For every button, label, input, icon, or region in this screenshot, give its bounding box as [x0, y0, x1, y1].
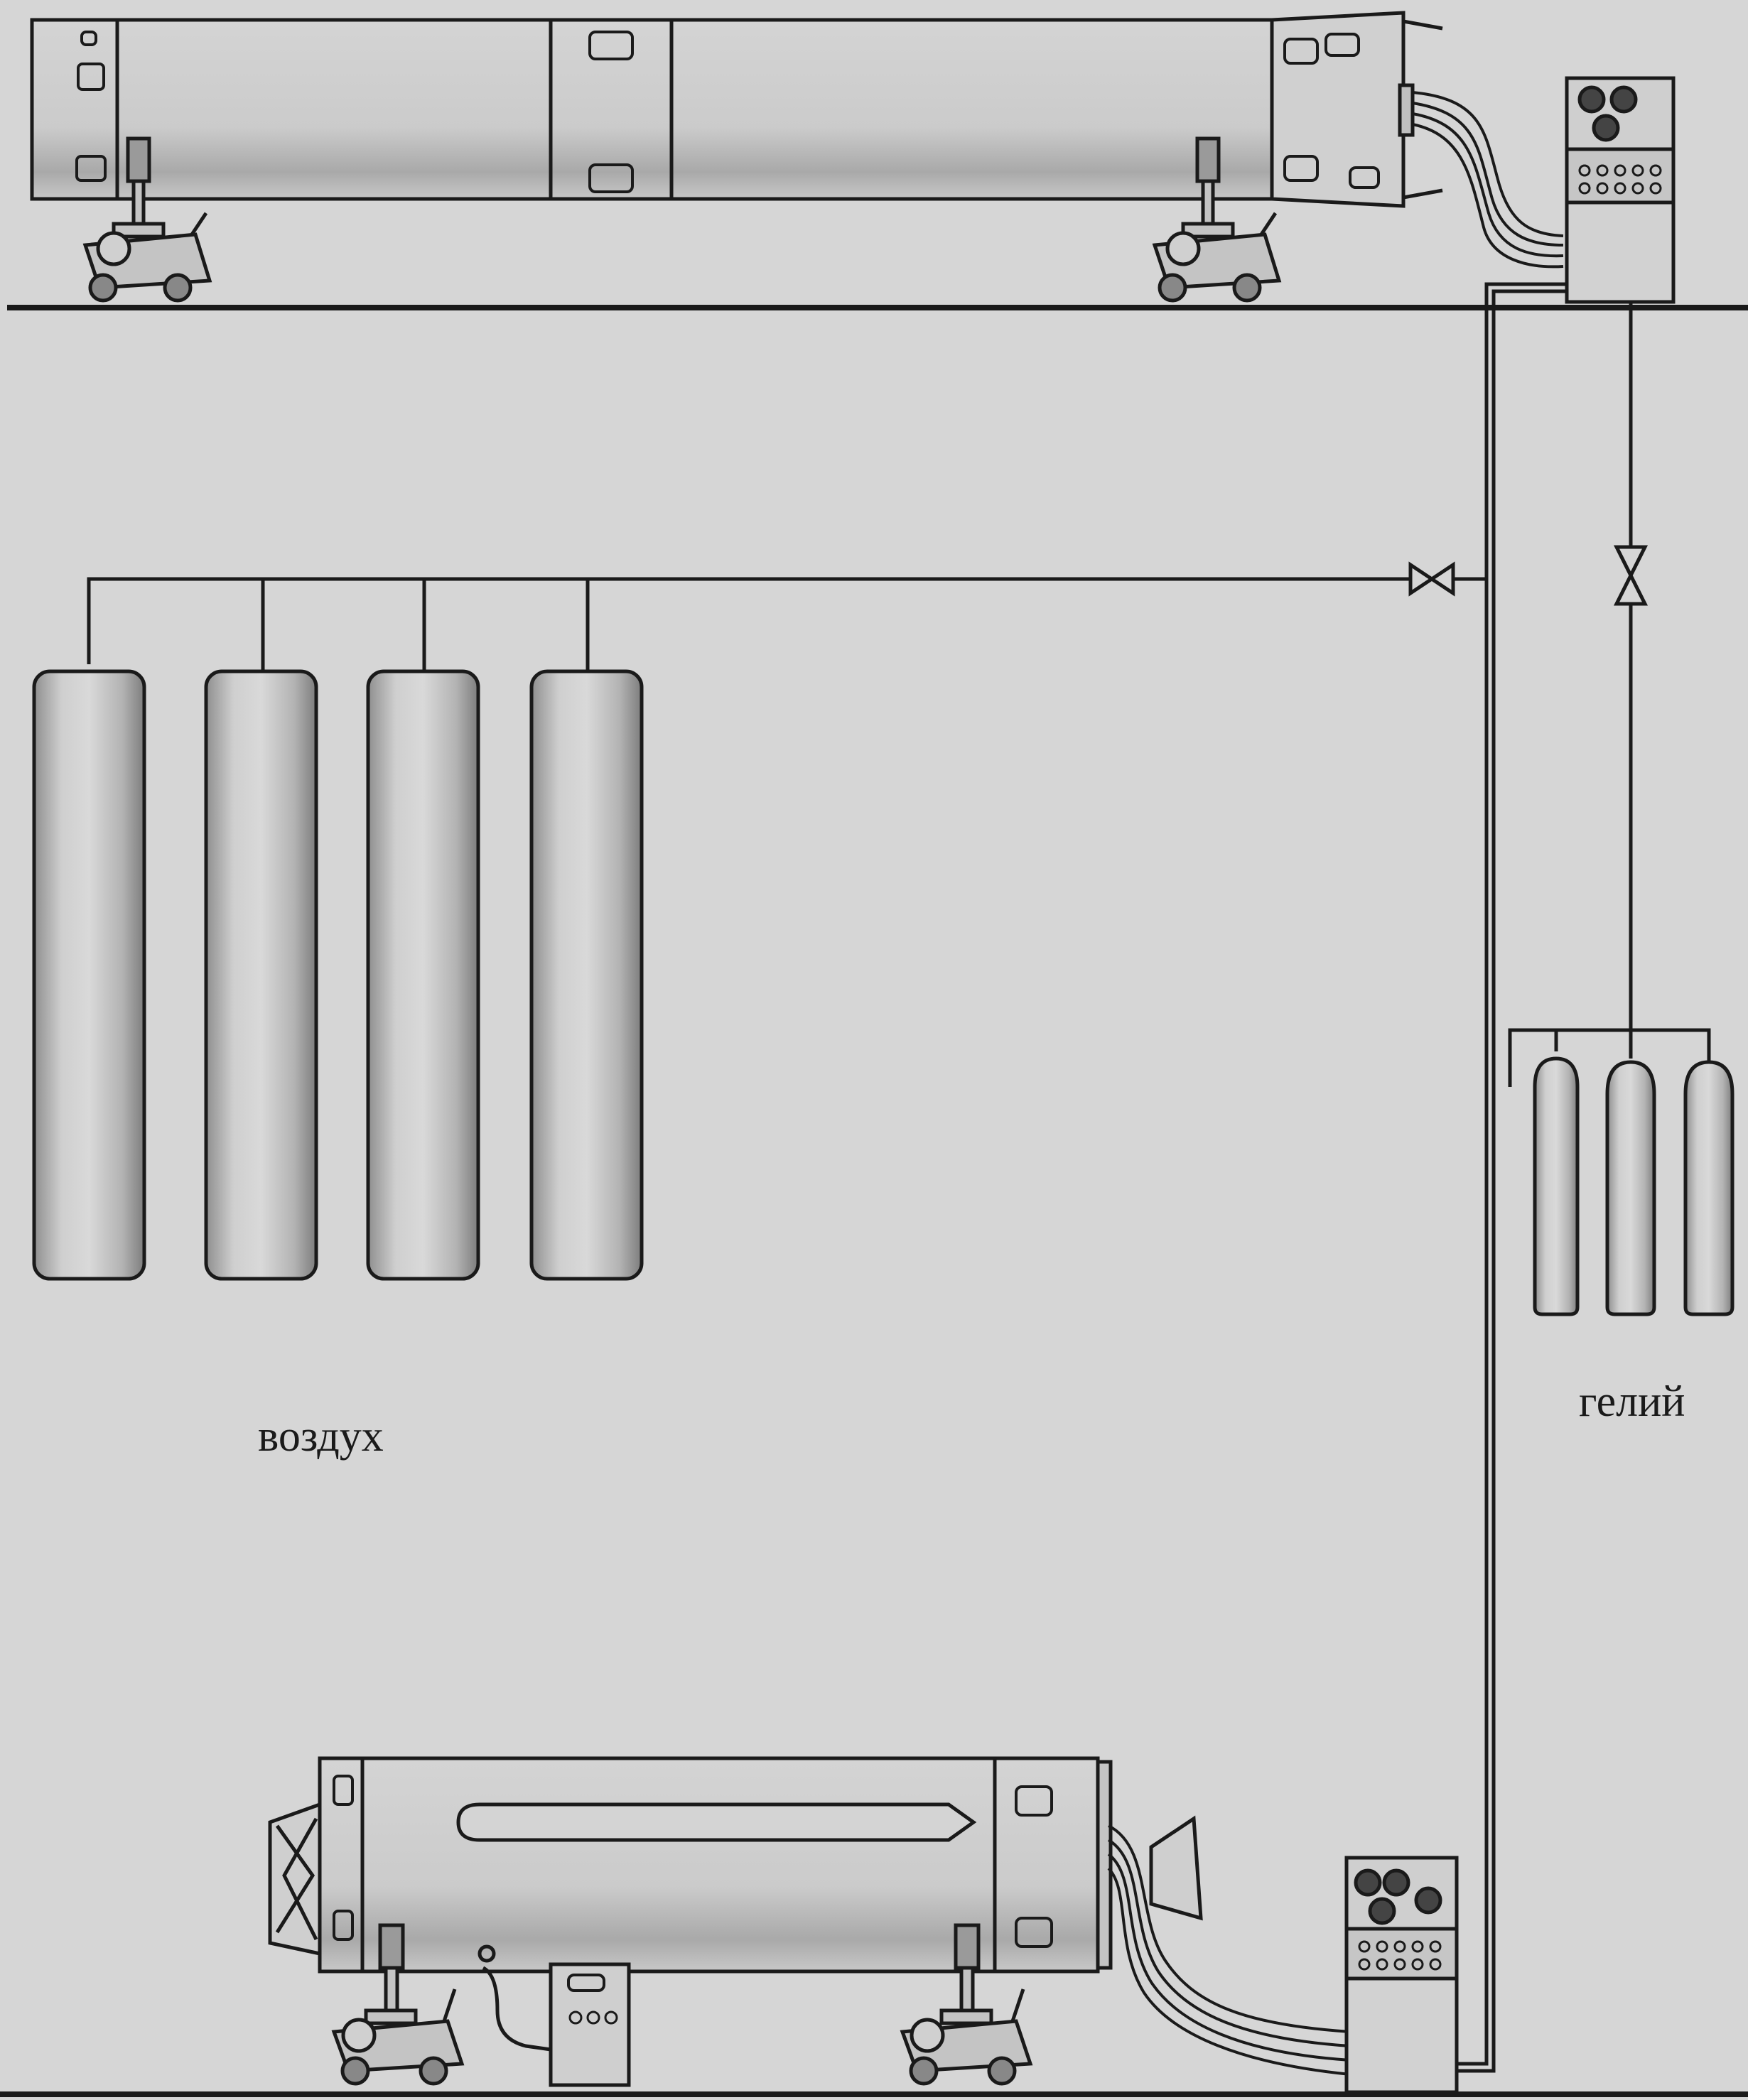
gauge-icon [1354, 1868, 1382, 1897]
helium-cylinder [1533, 1056, 1580, 1316]
gauge-icon [1577, 85, 1606, 114]
gauge-icon [1414, 1886, 1442, 1915]
upper-cart-right [1152, 136, 1282, 303]
upper-control-panel [1565, 76, 1676, 304]
upper-stage-nozzle-section [1270, 11, 1406, 208]
air-cylinder [529, 669, 644, 1281]
lower-stage-tank [456, 1802, 977, 1842]
lower-control-panel [1344, 1856, 1459, 2094]
helium-label: гелий [1579, 1378, 1685, 1426]
upper-rocket-stage [30, 11, 1443, 208]
upper-stage-body [30, 18, 1274, 201]
lower-cart-right [900, 1923, 1033, 2086]
gauge-icon [1609, 85, 1638, 114]
lower-rocket-stage [268, 1756, 1203, 1974]
gauge-icon [1382, 1868, 1410, 1897]
gauge-icon [1592, 114, 1620, 142]
lower-cart-left [331, 1923, 465, 2086]
service-unit [478, 1944, 631, 2087]
floor-lines [0, 305, 1748, 2097]
air-manifold-line [87, 577, 1410, 664]
helium-cylinder [1683, 1060, 1734, 1316]
helium-cylinder [1605, 1060, 1656, 1316]
air-cylinders [32, 669, 644, 1281]
helium-cylinders [1533, 1056, 1734, 1316]
air-label: воздух [258, 1412, 384, 1461]
air-valve-icon [1408, 561, 1455, 597]
air-cylinder [366, 669, 480, 1281]
lower-stage-nozzle [1149, 1815, 1203, 1921]
gauge-icon [1368, 1897, 1396, 1925]
lower-stage-body [318, 1756, 1100, 1974]
air-cylinder [204, 669, 318, 1281]
air-cylinder [32, 669, 146, 1281]
helium-valve-icon [1613, 545, 1649, 606]
lower-cables [1107, 1824, 1351, 2076]
upper-cart-left [82, 136, 212, 303]
upper-cables [1412, 91, 1564, 269]
